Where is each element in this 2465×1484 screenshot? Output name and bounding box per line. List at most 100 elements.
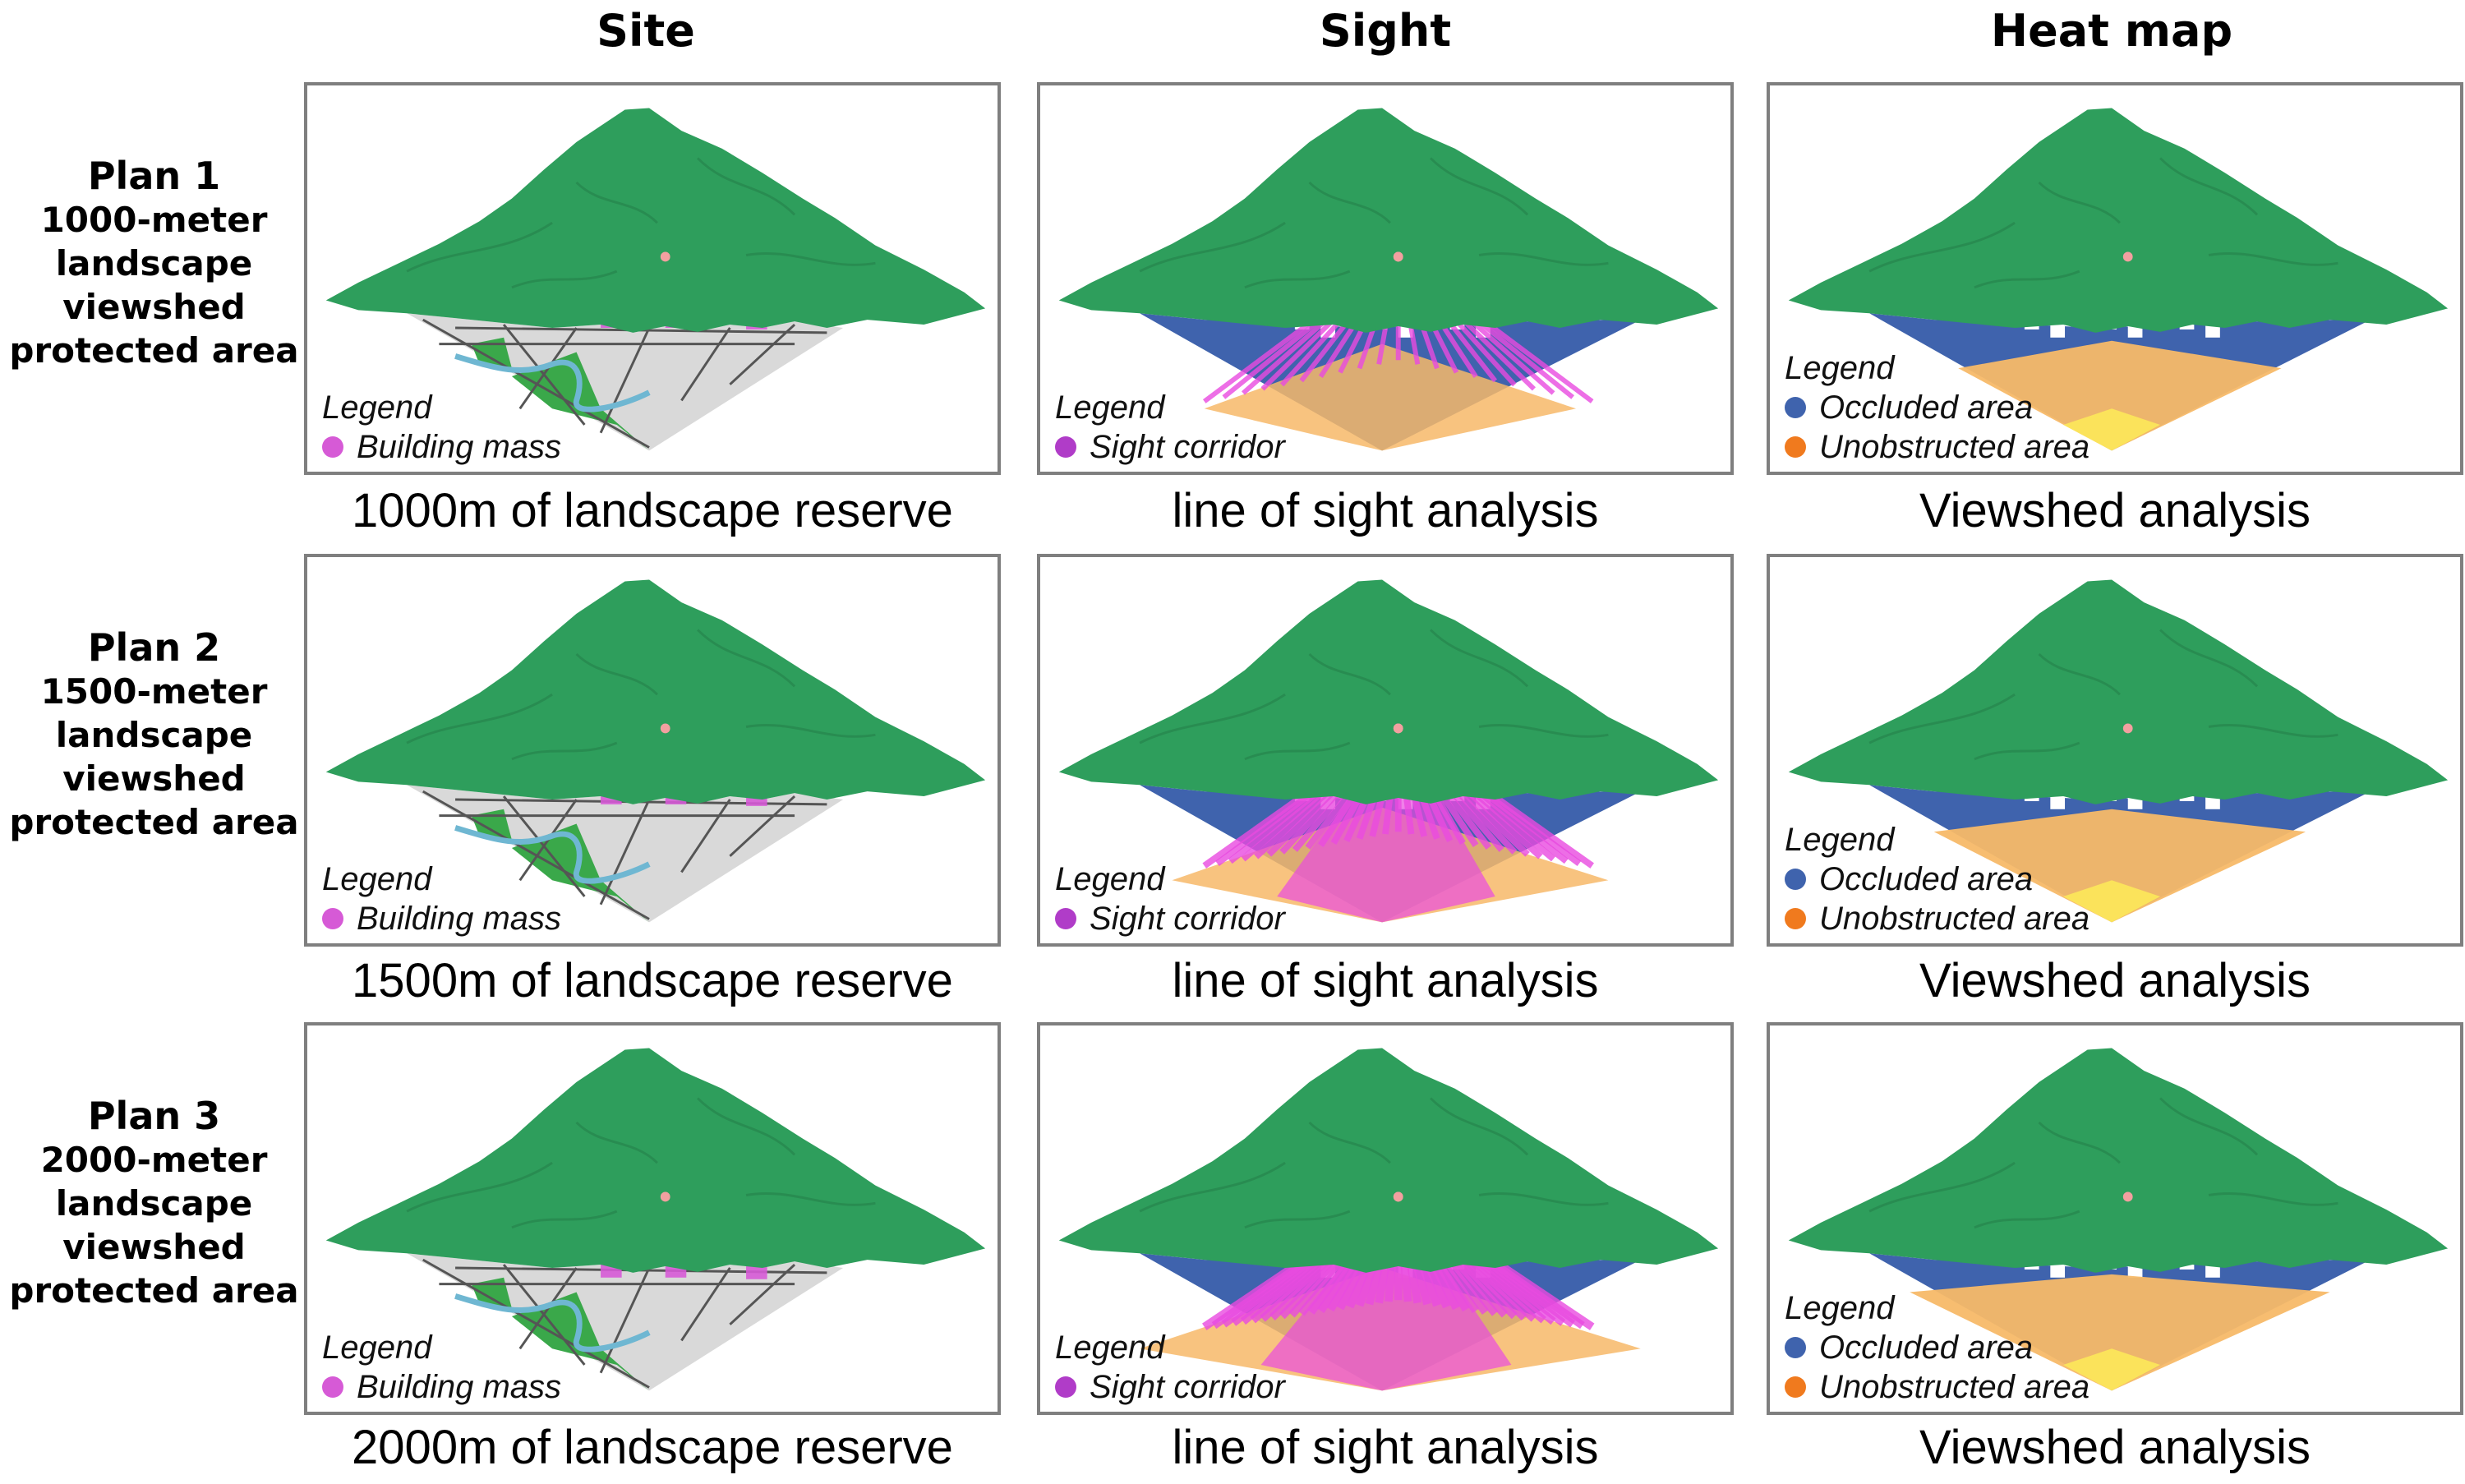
legend-label: Building mass: [357, 901, 562, 937]
legend-title: Legend: [1055, 861, 1165, 897]
viewpoint-marker: [1393, 251, 1403, 262]
plan-description-line: protected area: [9, 330, 299, 371]
terrain-ridge: [1430, 629, 1529, 688]
terrain-ridge: [1868, 1161, 2016, 1213]
terrain-ridge: [511, 1210, 618, 1229]
terrain-ridge: [2208, 251, 2338, 266]
road: [599, 799, 651, 906]
sight-map: [1058, 1048, 1719, 1391]
legend-title: Legend: [1785, 350, 1895, 386]
legend-swatch: [1055, 1376, 1076, 1398]
terrain-ridge: [2038, 652, 2121, 696]
bright-zone: [2063, 880, 2161, 923]
legend-item: Occluded area: [1785, 860, 2089, 899]
legend-label: Sight corridor: [1090, 901, 1285, 937]
caption-heat: Viewshed analysis: [1919, 954, 2311, 1007]
plan-description-line: 1500-meter: [40, 671, 268, 712]
caption-sight: line of sight analysis: [1172, 484, 1599, 537]
road: [680, 327, 731, 402]
legend-title: Legend: [322, 389, 432, 426]
terrain-ridge: [1868, 221, 2016, 273]
legend-item: Sight corridor: [1055, 899, 1285, 938]
terrain-ridge: [1139, 1161, 1286, 1213]
terrain-ridge: [1139, 221, 1286, 273]
legend-title: Legend: [1785, 1290, 1895, 1326]
terrain-ridge: [1244, 270, 1351, 289]
legend-label: Unobstructed area: [1819, 901, 2090, 937]
legend-swatch: [1785, 869, 1806, 890]
terrain-ridge: [406, 1161, 553, 1213]
legend-title: Legend: [1055, 1330, 1165, 1366]
legend-label: Sight corridor: [1090, 1369, 1285, 1405]
caption-heat: Viewshed analysis: [1919, 484, 2311, 537]
terrain-ridge: [575, 1121, 658, 1164]
plan-description-line: landscape: [55, 1183, 253, 1224]
sight-corridor-fan: [1277, 728, 1495, 923]
bright-zone: [2063, 1348, 2161, 1391]
legend-swatch: [1785, 397, 1806, 418]
legend-title: Legend: [1785, 822, 1895, 858]
legend-swatch: [322, 436, 343, 458]
legend-label: Building mass: [357, 429, 562, 465]
unobstructed-area: [1933, 809, 2306, 923]
terrain-ridge: [2208, 1191, 2338, 1206]
road: [599, 327, 651, 434]
terrain-ridge: [697, 157, 796, 216]
legend-label: Occluded area: [1819, 1330, 2034, 1366]
legend-swatch: [1055, 908, 1076, 929]
terrain-ridge: [745, 1191, 876, 1206]
bright-zone: [2063, 408, 2161, 451]
heat-map: [1788, 108, 2449, 451]
plan-description-line: 2000-meter: [40, 1140, 268, 1180]
caption-site: 2000m of landscape reserve: [352, 1421, 953, 1474]
plan-description-line: protected area: [9, 1270, 299, 1311]
terrain-ridge: [406, 693, 553, 744]
heat-map: [1788, 579, 2449, 923]
legend-item: Building mass: [322, 1367, 561, 1407]
legend-item: Building mass: [322, 427, 561, 467]
legend-item: Sight corridor: [1055, 1367, 1285, 1407]
terrain-ridge: [1308, 181, 1391, 224]
terrain-ridge: [1430, 157, 1529, 216]
terrain-ridge: [511, 741, 618, 761]
legend-swatch: [322, 908, 343, 929]
plan-description-line: landscape: [55, 715, 253, 755]
terrain-ridge: [1868, 693, 2016, 744]
terrain-ridge: [1244, 741, 1351, 761]
legend-swatch: [1785, 1337, 1806, 1358]
legend-title: Legend: [1055, 389, 1165, 426]
plan-description-line: protected area: [9, 802, 299, 842]
legend-item: Sight corridor: [1055, 427, 1285, 467]
terrain-ridge: [1308, 652, 1391, 696]
terrain-ridge: [745, 251, 876, 266]
legend-item: Unobstructed area: [1785, 1367, 2089, 1407]
legend-item: Unobstructed area: [1785, 899, 2089, 938]
caption-site: 1500m of landscape reserve: [352, 954, 953, 1007]
legend-title: Legend: [322, 1330, 432, 1366]
terrain-ridge: [2038, 181, 2121, 224]
legend-item: Unobstructed area: [1785, 427, 2089, 467]
road: [680, 799, 731, 873]
caption-site: 1000m of landscape reserve: [352, 484, 953, 537]
terrain-ridge: [1974, 270, 2080, 289]
road: [729, 323, 796, 385]
terrain-ridge: [745, 723, 876, 738]
road: [729, 795, 796, 857]
unobstructed-area: [1910, 1274, 2330, 1391]
sight-map: [1058, 579, 1719, 923]
terrain-ridge: [511, 270, 618, 289]
caption-sight: line of sight analysis: [1172, 954, 1599, 1007]
